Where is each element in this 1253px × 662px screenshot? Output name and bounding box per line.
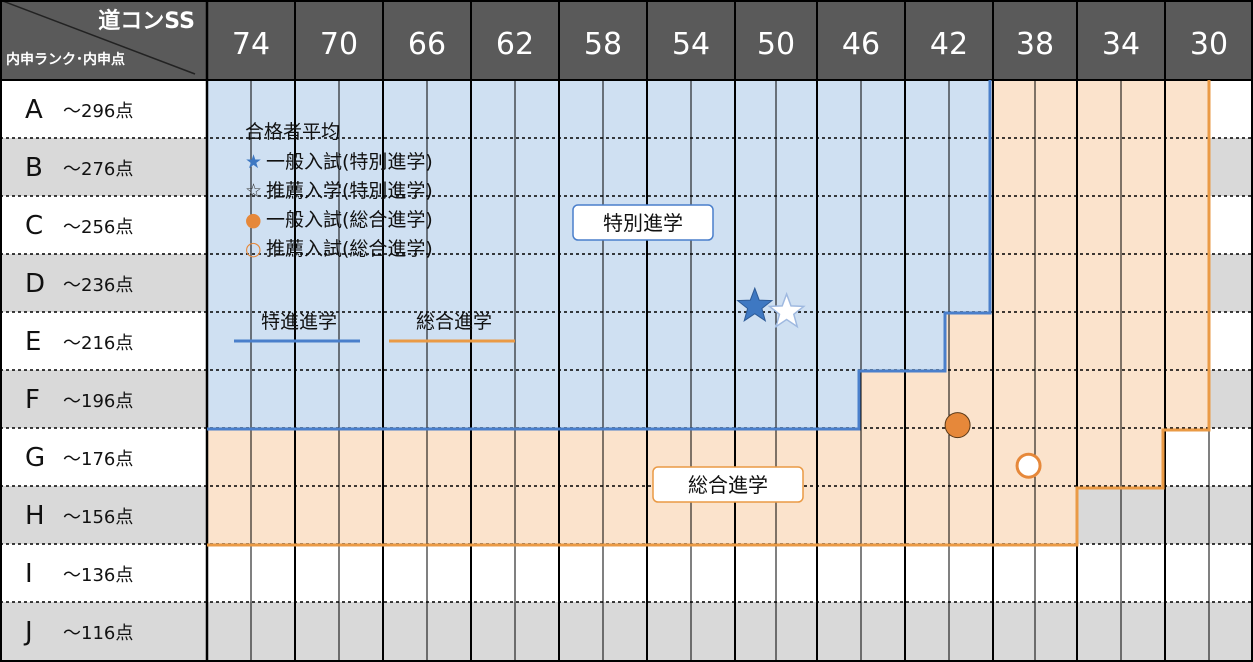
region-label-special-box: [572, 204, 714, 241]
ss-tick-42: 42: [930, 27, 968, 62]
rank-h: H: [25, 501, 45, 531]
score-f: ～196点: [63, 391, 133, 412]
ss-tick-70: 70: [320, 27, 358, 62]
point-3-hollow-circle: [1015, 452, 1042, 479]
legend-item-3: 推薦入試(総合進学): [266, 238, 433, 260]
legend-marker-1: ☆: [245, 180, 262, 202]
ss-tick-34: 34: [1102, 27, 1140, 62]
legend-title: 合格者平均: [245, 121, 340, 143]
corner-diagonal: [0, 0, 196, 75]
row-bg-i: [0, 544, 1253, 602]
legend-marker-2: ●: [245, 209, 262, 231]
point-2-filled-circle: [944, 412, 971, 439]
score-e: ～216点: [63, 333, 133, 354]
rank-c: C: [25, 211, 43, 241]
rank-e: E: [25, 327, 41, 357]
ss-tick-38: 38: [1016, 27, 1054, 62]
legend-item-2: 一般入試(総合進学): [266, 209, 433, 231]
ss-tick-46: 46: [842, 27, 880, 62]
point-0-filled-star: [736, 286, 774, 322]
rank-d: D: [25, 269, 45, 299]
corner-rank-label: 内申ランク･内申点: [6, 51, 125, 68]
legend-line-label-0: 特進進学: [261, 311, 337, 333]
score-j: ～116点: [63, 623, 133, 644]
ss-tick-74: 74: [232, 27, 270, 62]
point-1-hollow-star: [767, 291, 806, 329]
region-boundaries: [207, 80, 1211, 547]
region-label-general: 総合進学: [688, 473, 768, 497]
region-label-special: 特別進学: [603, 211, 683, 235]
legend-item-1: 推薦入学(特別進学): [266, 180, 433, 202]
rank-g: G: [25, 443, 45, 473]
corner-ss-label: 道コンSS: [98, 8, 195, 34]
rank-f: F: [25, 385, 40, 415]
legend-marker-0: ★: [245, 151, 262, 173]
score-c: ～256点: [63, 217, 133, 238]
region-label-general-box: [652, 466, 804, 503]
row-labels: A ～296点 B ～276点 C ～256点 D ～236点 E ～216点 F ～196点 G ～17…: [23, 95, 133, 647]
rank-i: I: [25, 559, 33, 589]
score-i: ～136点: [63, 565, 133, 586]
data-points: [736, 286, 1042, 479]
ss-tick-30: 30: [1190, 27, 1228, 62]
legend: 合格者平均 ★一般入試(特別進学)☆推薦入学(特別進学)●一般入試(総合進学)○推…: [234, 121, 515, 343]
score-a: ～296点: [63, 101, 133, 122]
ss-tick-62: 62: [496, 27, 534, 62]
legend-item-0: 一般入試(特別進学): [266, 151, 433, 173]
score-g: ～176点: [63, 449, 133, 470]
score-h: ～156点: [63, 507, 133, 528]
legend-marker-3: ○: [245, 238, 262, 260]
score-d: ～236点: [63, 275, 133, 296]
special-boundary-line: [207, 80, 992, 431]
ss-tick-54: 54: [672, 27, 710, 62]
ss-tick-66: 66: [408, 27, 446, 62]
header-bg: [0, 0, 1253, 80]
ss-tick-50: 50: [757, 27, 795, 62]
rank-b: B: [25, 153, 43, 183]
score-b: ～276点: [63, 159, 133, 180]
rank-a: A: [25, 95, 43, 125]
legend-line-label-1: 総合進学: [416, 311, 492, 333]
ss-tick-58: 58: [584, 27, 622, 62]
row-bg-j: [0, 602, 1253, 660]
rank-j: J: [23, 617, 33, 647]
general-boundary-line: [207, 80, 1211, 547]
header: 道コンSS 内申ランク･内申点 74 70 66 62 58 54 50 46 42 38 34 30: [0, 0, 1253, 80]
